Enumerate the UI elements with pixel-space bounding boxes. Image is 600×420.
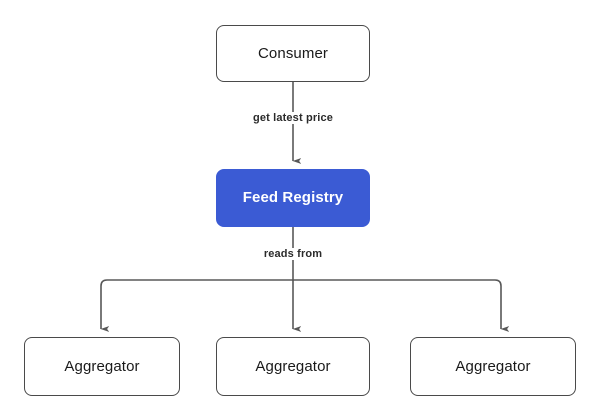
node-consumer-label: Consumer	[258, 44, 328, 62]
edge-label-reads-from: reads from	[259, 248, 327, 260]
node-feed-registry-label: Feed Registry	[242, 189, 344, 206]
node-aggregator-2[interactable]: Aggregator	[216, 337, 370, 396]
edge-registry-to-aggregator-3	[293, 279, 510, 332]
node-aggregator-3[interactable]: Aggregator	[410, 337, 576, 396]
node-aggregator-1-label: Aggregator	[64, 357, 140, 375]
node-consumer[interactable]: Consumer	[216, 25, 370, 82]
node-feed-registry[interactable]: Feed Registry	[216, 169, 370, 227]
node-aggregator-1[interactable]: Aggregator	[24, 337, 180, 396]
node-aggregator-2-label: Aggregator	[255, 357, 331, 375]
edge-label-get-latest-price: get latest price	[248, 112, 338, 124]
node-aggregator-3-label: Aggregator	[455, 357, 531, 375]
edge-registry-to-aggregator-1	[100, 279, 293, 332]
